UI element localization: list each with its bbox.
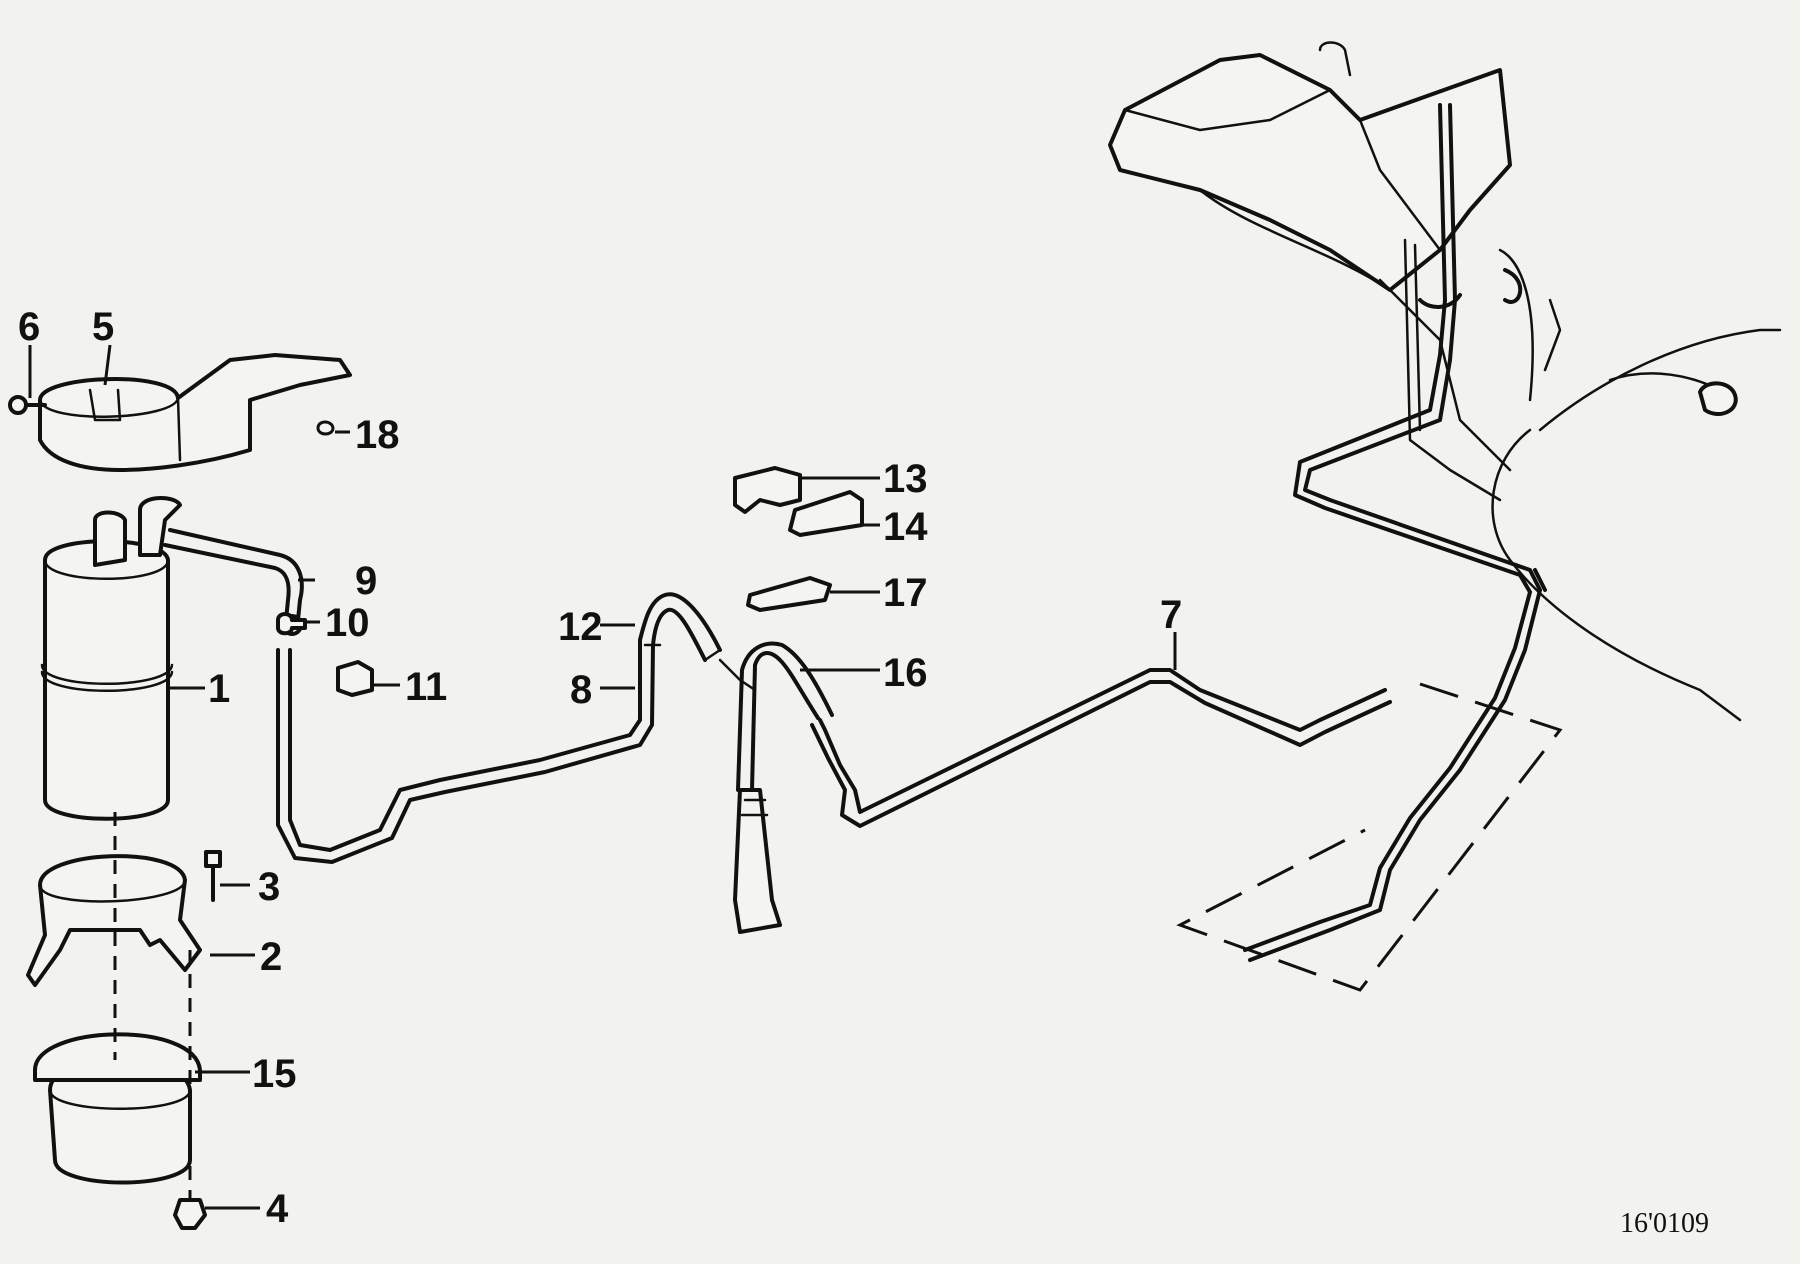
label-part-4: 4 — [266, 1187, 289, 1231]
label-part-8: 8 — [570, 668, 592, 712]
leader-lines — [28, 344, 1177, 1210]
label-part-18: 18 — [355, 413, 400, 457]
label-part-10: 10 — [325, 601, 370, 645]
clip-11 — [336, 660, 374, 697]
filler-neck-hose — [718, 641, 834, 934]
label-part-6: 6 — [18, 305, 40, 349]
grommet-18 — [316, 420, 335, 436]
mounting-cup — [33, 1032, 202, 1185]
canister-bracket — [38, 353, 352, 472]
label-part-13: 13 — [883, 457, 928, 501]
label-part-11: 11 — [405, 665, 447, 709]
vent-line — [1243, 103, 1562, 962]
screw-6 — [8, 395, 47, 415]
clip-13 — [733, 466, 802, 514]
vehicle-body-contour — [1378, 248, 1782, 722]
carbon-canister — [40, 496, 182, 821]
label-part-5: 5 — [92, 305, 114, 349]
floor-pan-outline — [1176, 682, 1563, 992]
label-part-12: 12 — [558, 605, 603, 649]
drawing-number: 16'0109 — [1620, 1208, 1709, 1239]
screw-3 — [204, 850, 222, 902]
label-part-3: 3 — [258, 865, 280, 909]
label-part-16: 16 — [883, 651, 928, 695]
label-part-1: 1 — [208, 667, 230, 711]
label-part-7: 7 — [1160, 593, 1182, 637]
label-part-2: 2 — [260, 935, 282, 979]
label-part-14: 14 — [883, 505, 928, 549]
label-part-9: 9 — [355, 559, 377, 603]
holder-17 — [746, 576, 832, 612]
label-part-15: 15 — [252, 1052, 297, 1096]
label-part-17: 17 — [883, 571, 928, 615]
fuel-line-7 — [810, 668, 1392, 828]
hose-12-line-8 — [276, 592, 722, 864]
clamp-10 — [276, 612, 307, 636]
nut-4 — [173, 1198, 207, 1230]
